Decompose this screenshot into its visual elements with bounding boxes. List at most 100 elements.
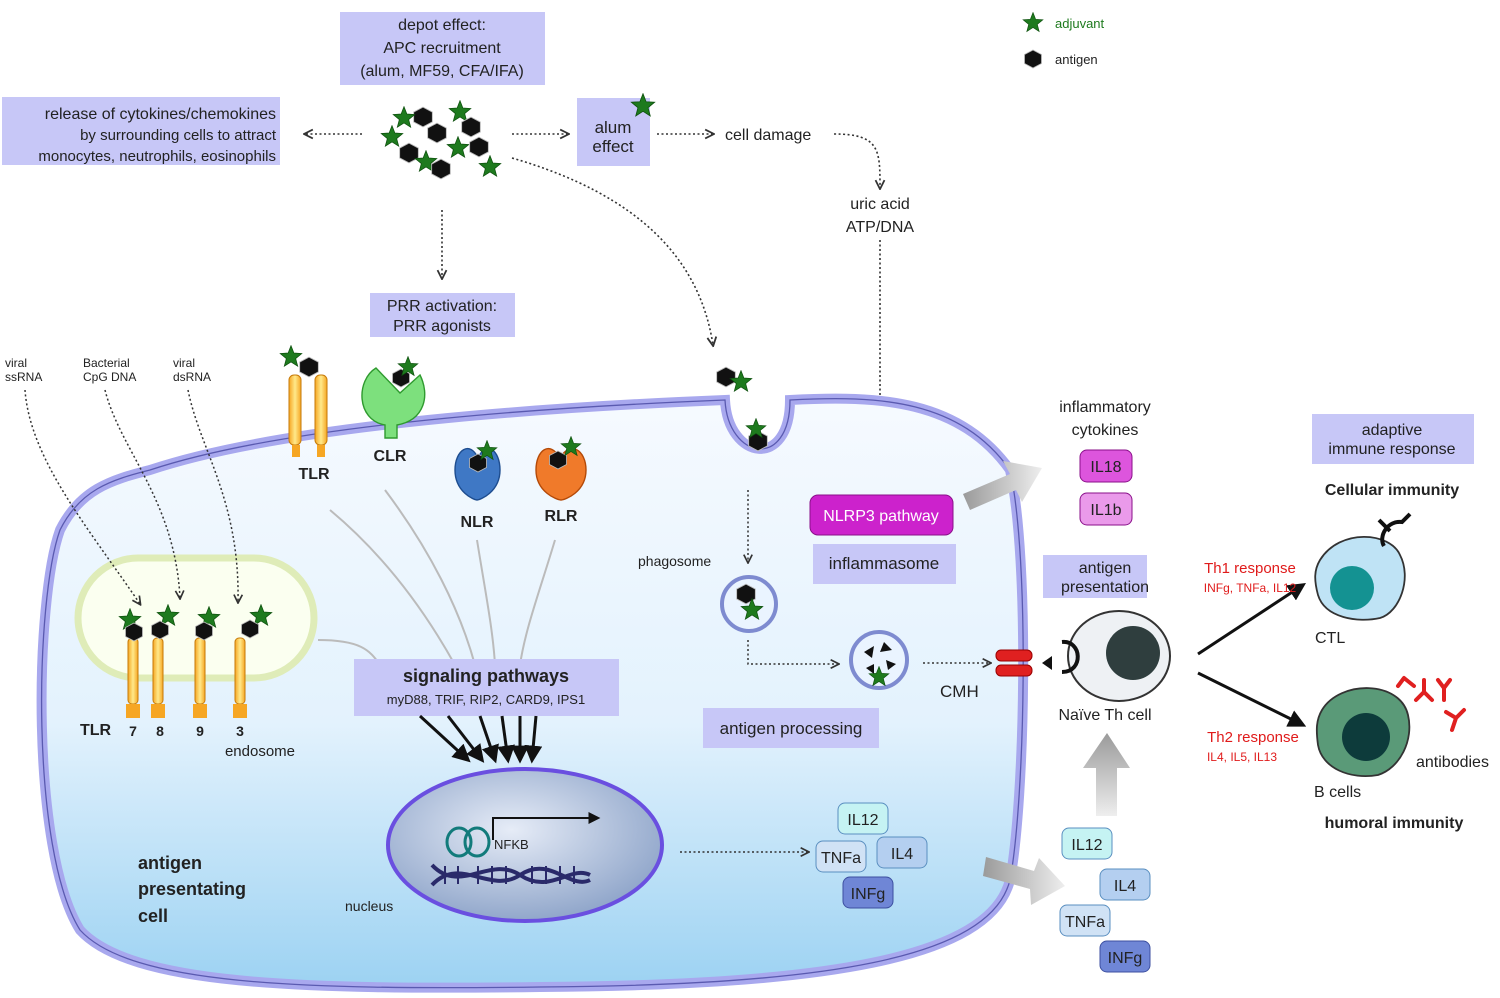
phagosome — [720, 575, 778, 633]
antibodies-label: antibodies — [1416, 754, 1489, 771]
infg-label: INFg — [851, 886, 886, 903]
prr-agonists-label: PRR agonists — [393, 318, 491, 335]
prr-activation-box — [370, 293, 515, 337]
antigen-presentation-label-1: antigen — [1079, 560, 1132, 577]
inflammasome-label: inflammasome — [829, 554, 940, 573]
th1-label: Th1 response — [1204, 560, 1296, 577]
antigen-legend-icon — [1024, 49, 1042, 69]
ctl-receptor-arm — [1377, 518, 1392, 533]
b-cell-nucleus — [1342, 713, 1390, 761]
adjuvant-legend-label: adjuvant — [1055, 16, 1105, 31]
th1-arrow — [1197, 583, 1307, 656]
il18-label: IL18 — [1090, 459, 1121, 476]
release-label-1: release of cytokines/chemokines — [45, 106, 276, 123]
nfkb-icon — [445, 826, 491, 858]
inflammasome-box — [813, 544, 956, 584]
release-label-2: by surrounding cells to attract — [80, 127, 277, 144]
cellular-immunity-label: Cellular immunity — [1325, 482, 1459, 499]
viral-dsrna-label-2: dsRNA — [173, 370, 211, 384]
il4-badge — [876, 836, 928, 869]
th2-cytokines-label: IL4, IL5, IL13 — [1207, 750, 1277, 764]
nucleus — [386, 767, 664, 923]
th1-cytokines-label: INFg, TNFa, IL12 — [1204, 581, 1297, 595]
inflammatory-output-arrow — [963, 461, 1042, 510]
il4-label: IL4 — [1114, 878, 1136, 895]
il12-label: IL12 — [1071, 837, 1102, 854]
surface-tlr-label: TLR — [298, 466, 330, 483]
alum-label: alum — [595, 118, 632, 137]
transcription-arrow — [492, 812, 601, 840]
cmh-molecule — [995, 664, 1033, 677]
cmh-label: CMH — [940, 682, 979, 701]
viral-dsrna-label-1: viral — [173, 356, 195, 370]
humoral-immunity-label: humoral immunity — [1325, 815, 1464, 832]
antigen-fragments-icon — [864, 642, 896, 674]
bacterial-cpg-label-1: Bacterial — [83, 356, 130, 370]
clr-receptor — [361, 356, 426, 439]
antigen-legend-label: antigen — [1055, 52, 1098, 67]
il1b-badge — [1079, 492, 1133, 526]
ctl-nucleus — [1330, 566, 1374, 610]
cytokines-label: cytokines — [1072, 422, 1139, 439]
top-arrows — [305, 134, 880, 482]
antigen-fragment-icon — [1042, 656, 1052, 670]
dna-icon — [430, 863, 591, 887]
tlr7-label: 7 — [129, 723, 137, 739]
release-cytokines-box — [2, 97, 280, 165]
antigen-processing-label: antigen processing — [720, 719, 863, 738]
il4-badge — [1099, 868, 1151, 901]
adaptive-label-2: immune response — [1328, 441, 1455, 458]
antibody-icons — [1396, 676, 1466, 732]
inflammatory-label: inflammatory — [1059, 399, 1151, 416]
infg-label: INFg — [1108, 950, 1143, 967]
clr-label: CLR — [374, 448, 407, 465]
antigen-icon — [716, 366, 736, 388]
rlr-receptor — [535, 436, 587, 501]
tnfa-badge — [1059, 904, 1111, 937]
prr-activation-label: PRR activation: — [387, 298, 497, 315]
apc-label-1: antigen — [138, 853, 202, 873]
apc-label-3: cell — [138, 906, 168, 926]
adaptive-label-1: adaptive — [1362, 422, 1423, 439]
nlrp3-pathway-label: NLRP3 pathway — [823, 508, 939, 525]
signaling-curves — [317, 489, 556, 666]
processing-vesicle — [849, 630, 909, 690]
depot-effect-box — [340, 12, 545, 85]
nlr-receptor — [454, 440, 501, 501]
apc-label-2: presentating — [138, 879, 246, 899]
il12-label: IL12 — [847, 812, 878, 829]
depot-examples-label: (alum, MF59, CFA/IFA) — [360, 63, 524, 80]
il1b-label: IL1b — [1090, 502, 1121, 519]
antigen-presentation-label-2: presentation — [1061, 579, 1149, 596]
endosome-label: endosome — [225, 743, 295, 760]
phagosome-label: phagosome — [638, 553, 711, 569]
nucleus-arrows — [418, 714, 543, 764]
alum-effect-label: effect — [592, 137, 634, 156]
th2-label: Th2 response — [1207, 729, 1299, 746]
il4-label: IL4 — [891, 846, 913, 863]
processing-arrow — [747, 640, 838, 664]
th2-arrow — [1197, 671, 1307, 727]
uric-acid-label: uric acid — [850, 196, 910, 213]
signaling-pathways-sub: myD88, TRIF, RIP2, CARD9, IPS1 — [387, 692, 585, 707]
cell-damage-label: cell damage — [725, 127, 811, 144]
nfkb-label: NFKB — [494, 837, 529, 852]
adjuvant-legend-icon — [1022, 12, 1044, 32]
depot-apc-label: APC recruitment — [383, 40, 501, 57]
atp-dna-label: ATP/DNA — [846, 219, 914, 236]
signaling-pathways-title: signaling pathways — [403, 666, 569, 686]
il18-badge — [1079, 449, 1133, 483]
surface-tlr — [279, 345, 328, 457]
ctl-label: CTL — [1315, 630, 1345, 647]
cmh-molecule — [995, 649, 1033, 662]
tcr-receptor — [1061, 640, 1080, 674]
il12-badge — [837, 802, 889, 835]
adaptive-response-box — [1312, 414, 1474, 464]
ligand-arrows — [24, 389, 238, 604]
infg-badge — [1099, 940, 1151, 973]
tlr3-label: 3 — [236, 723, 244, 739]
tlr8-label: 8 — [156, 723, 164, 739]
infg-badge — [842, 876, 894, 909]
endosomal-tlrs — [118, 604, 273, 718]
